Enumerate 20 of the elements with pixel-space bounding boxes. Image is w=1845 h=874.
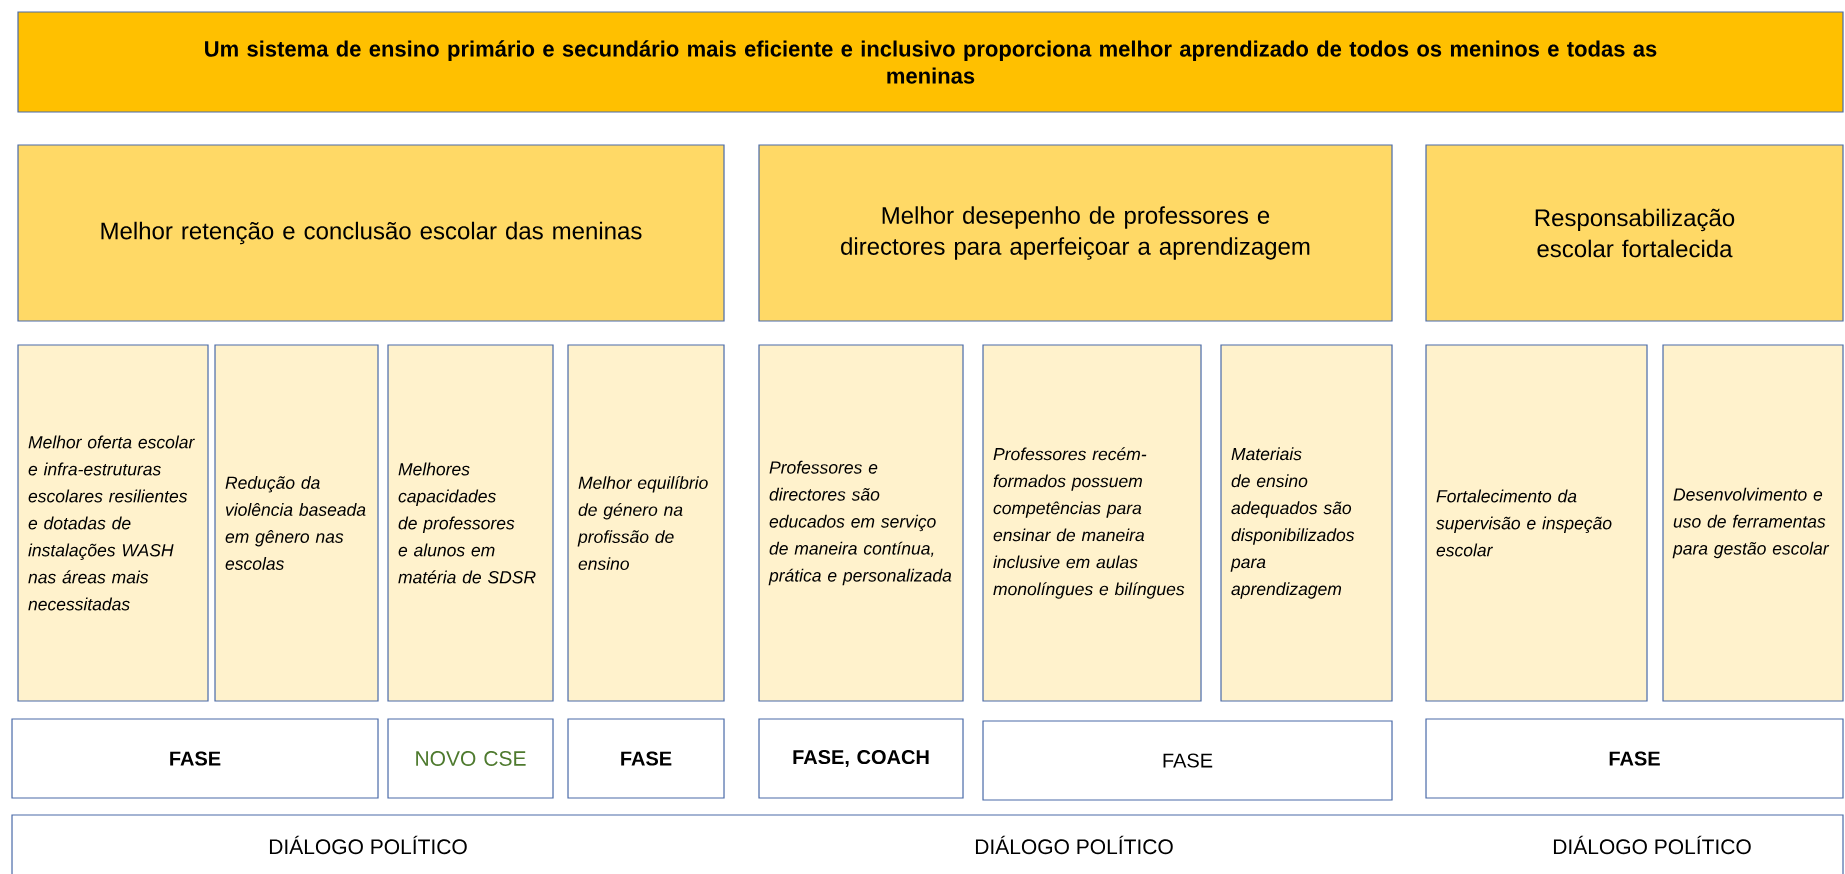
partner-box: FASE, COACH: [758, 718, 964, 799]
output-box: Professores e directores são educados em serviço de maneira contínua, prática e personalizada: [758, 344, 964, 702]
partner-box: NOVO CSE: [387, 718, 554, 799]
output-box: Redução da violência baseada em gênero nas escolas: [214, 344, 379, 702]
outcome-box: Melhor desepenho de professores e directores para aperfeiçoar a aprendizagem: [758, 144, 1393, 322]
outcome-box: Melhor retenção e conclusão escolar das meninas: [17, 144, 725, 322]
output-box: Fortalecimento da supervisão e inspeção escolar: [1425, 344, 1648, 702]
partner-box: FASE: [1425, 718, 1844, 799]
partner-box: FASE: [11, 718, 379, 799]
output-box: Materiais de ensino adequados são disponibilizados para aprendizagem: [1220, 344, 1393, 702]
output-box: Professores recém-formados possuem competências para ensinar de maneira inclusive em aulas monolíngues e bilíngues: [982, 344, 1202, 702]
outcome-box: Responsabilização escolar fortalecida: [1425, 144, 1844, 322]
output-box: Melhor oferta escolar e infra-estruturas escolares resilientes e dotadas de instalações WASH nas áreas mais necessitadas: [17, 344, 209, 702]
dialogue-band: DIÁLOGO POLÍTICO DIÁLOGO POLÍTICO DIÁLOGO POLÍTICO: [11, 814, 1844, 874]
goal-banner: Um sistema de ensino primário e secundário mais eficiente e inclusivo proporciona melhor aprendizado de todos os meninos e todas as meninas: [17, 11, 1844, 113]
output-box: Desenvolvimento e uso de ferramentas para gestão escolar: [1662, 344, 1844, 702]
partner-box: FASE: [567, 718, 725, 799]
output-box: Melhor equilíbrio de género na profissão de ensino: [567, 344, 725, 702]
output-box: Melhores capacidades de professores e alunos em matéria de SDSR: [387, 344, 554, 702]
partner-box: FASE: [982, 720, 1393, 801]
